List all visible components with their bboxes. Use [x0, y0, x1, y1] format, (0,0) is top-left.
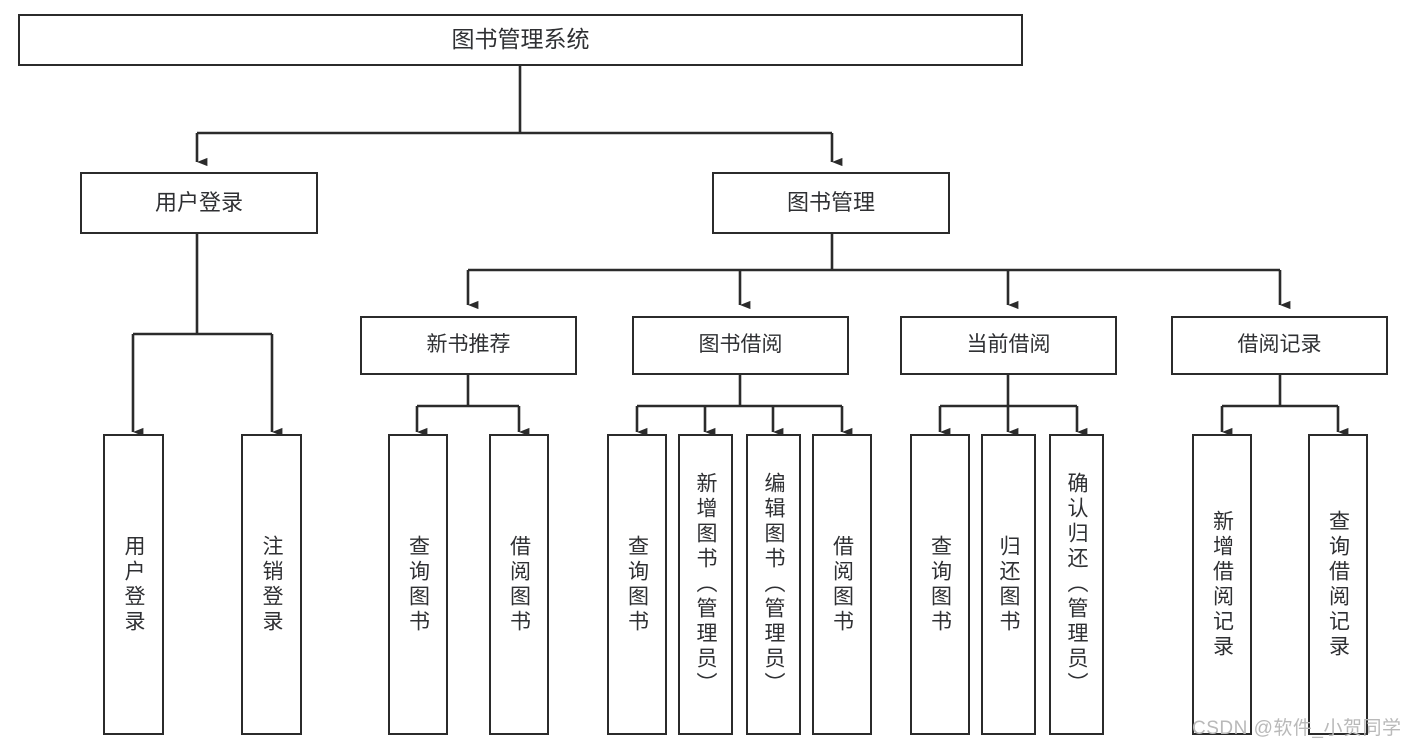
node-leaf-query-book-1[interactable]: 查询图书: [388, 434, 448, 735]
node-leaf-logout-label: 注销登录: [260, 534, 283, 635]
node-current-borrow[interactable]: 当前借阅: [900, 316, 1117, 375]
node-leaf-query-record[interactable]: 查询借阅记录: [1308, 434, 1368, 735]
node-leaf-add-book-label: 新增图书（管理员）: [694, 472, 717, 697]
node-leaf-add-record-label: 新增借阅记录: [1210, 509, 1234, 660]
node-leaf-borrow-book-2[interactable]: 借阅图书: [812, 434, 872, 735]
node-leaf-query-book-3[interactable]: 查询图书: [910, 434, 970, 735]
node-leaf-add-record[interactable]: 新增借阅记录: [1192, 434, 1252, 735]
node-leaf-query-book-1-label: 查询图书: [406, 534, 430, 635]
node-root-label: 图书管理系统: [451, 26, 590, 53]
node-book-manage-label: 图书管理: [786, 190, 875, 216]
node-borrow-record[interactable]: 借阅记录: [1171, 316, 1388, 375]
node-new-book-recommend-label: 新书推荐: [426, 333, 511, 357]
node-leaf-query-book-2-label: 查询图书: [625, 534, 649, 635]
node-leaf-logout[interactable]: 注销登录: [241, 434, 302, 735]
node-leaf-borrow-book-1[interactable]: 借阅图书: [489, 434, 549, 735]
node-leaf-return-book[interactable]: 归还图书: [981, 434, 1036, 735]
node-book-borrow-label: 图书借阅: [698, 333, 783, 357]
node-leaf-query-book-3-label: 查询图书: [928, 534, 952, 635]
node-new-book-recommend[interactable]: 新书推荐: [360, 316, 577, 375]
node-leaf-return-book-label: 归还图书: [997, 534, 1020, 635]
node-leaf-borrow-book-1-label: 借阅图书: [507, 534, 531, 635]
node-leaf-borrow-book-2-label: 借阅图书: [830, 534, 854, 635]
node-leaf-edit-book-label: 编辑图书（管理员）: [762, 472, 785, 697]
node-user-login[interactable]: 用户登录: [80, 172, 318, 234]
node-root[interactable]: 图书管理系统: [18, 14, 1023, 66]
node-book-manage[interactable]: 图书管理: [712, 172, 950, 234]
node-current-borrow-label: 当前借阅: [966, 333, 1051, 357]
node-leaf-query-book-2[interactable]: 查询图书: [607, 434, 667, 735]
node-leaf-user-login[interactable]: 用户登录: [103, 434, 164, 735]
node-book-borrow[interactable]: 图书借阅: [632, 316, 849, 375]
node-leaf-user-login-label: 用户登录: [122, 534, 145, 635]
node-borrow-record-label: 借阅记录: [1237, 333, 1322, 357]
node-leaf-confirm-return-label: 确认归还（管理员）: [1065, 472, 1088, 697]
node-user-login-label: 用户登录: [154, 190, 243, 216]
node-leaf-add-book[interactable]: 新增图书（管理员）: [678, 434, 733, 735]
node-leaf-confirm-return[interactable]: 确认归还（管理员）: [1049, 434, 1104, 735]
node-leaf-query-record-label: 查询借阅记录: [1326, 509, 1350, 660]
node-leaf-edit-book[interactable]: 编辑图书（管理员）: [746, 434, 801, 735]
watermark-text: CSDN @软件_小贺同学: [1192, 718, 1402, 739]
